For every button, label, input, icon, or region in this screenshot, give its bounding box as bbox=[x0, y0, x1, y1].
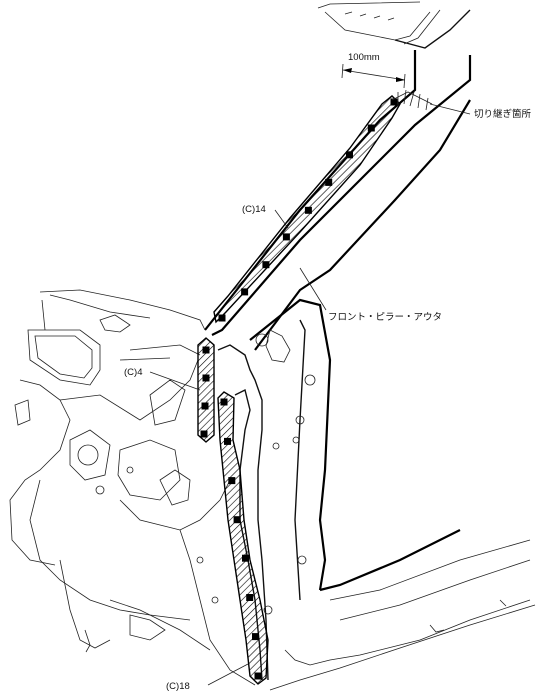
weld-spot bbox=[200, 430, 208, 438]
weld-spot bbox=[246, 594, 254, 601]
annotations: 切り継ぎ箇所 (C)14 フロント・ピラー・アウタ (C)4 (C)18 bbox=[124, 103, 532, 692]
weld-spot bbox=[218, 314, 226, 322]
pillar-name-label: フロント・ピラー・アウタ bbox=[328, 312, 442, 323]
weld-spot bbox=[201, 402, 209, 410]
weld-spot bbox=[233, 516, 241, 524]
weld-c18-label: (C)18 bbox=[166, 681, 190, 692]
weld-spot bbox=[346, 151, 353, 159]
engine-bay-structure bbox=[9, 289, 256, 686]
weld-spot bbox=[325, 178, 333, 186]
weld-strip-c4 bbox=[197, 337, 215, 443]
weld-spot bbox=[224, 437, 231, 445]
weld-spot bbox=[390, 98, 398, 106]
weld-spot bbox=[228, 477, 236, 485]
weld-c4-label: (C)4 bbox=[124, 367, 142, 378]
weld-spot bbox=[202, 374, 210, 382]
weld-strip-c18 bbox=[217, 391, 269, 685]
cut-location-label: 切り継ぎ箇所 bbox=[474, 108, 532, 120]
weld-spot bbox=[241, 288, 249, 296]
weld-spot bbox=[242, 554, 249, 562]
weld-spot bbox=[367, 124, 375, 132]
cut-line-marks bbox=[391, 89, 433, 111]
dimension-100mm: 100mm bbox=[341, 52, 406, 89]
weld-spot bbox=[262, 261, 270, 269]
weld-spot bbox=[254, 672, 262, 680]
front-pillar-outer bbox=[204, 50, 472, 601]
weld-c14-label: (C)14 bbox=[242, 204, 266, 215]
weld-spot bbox=[220, 398, 228, 406]
pillar-inner-structure bbox=[217, 329, 536, 691]
dimension-label: 100mm bbox=[348, 52, 380, 63]
roof-panel bbox=[317, 1, 471, 49]
weld-spot bbox=[304, 206, 312, 214]
weld-spot bbox=[282, 233, 290, 241]
weld-spots bbox=[200, 98, 398, 680]
weld-spot bbox=[252, 633, 259, 641]
weld-spot bbox=[202, 346, 210, 354]
